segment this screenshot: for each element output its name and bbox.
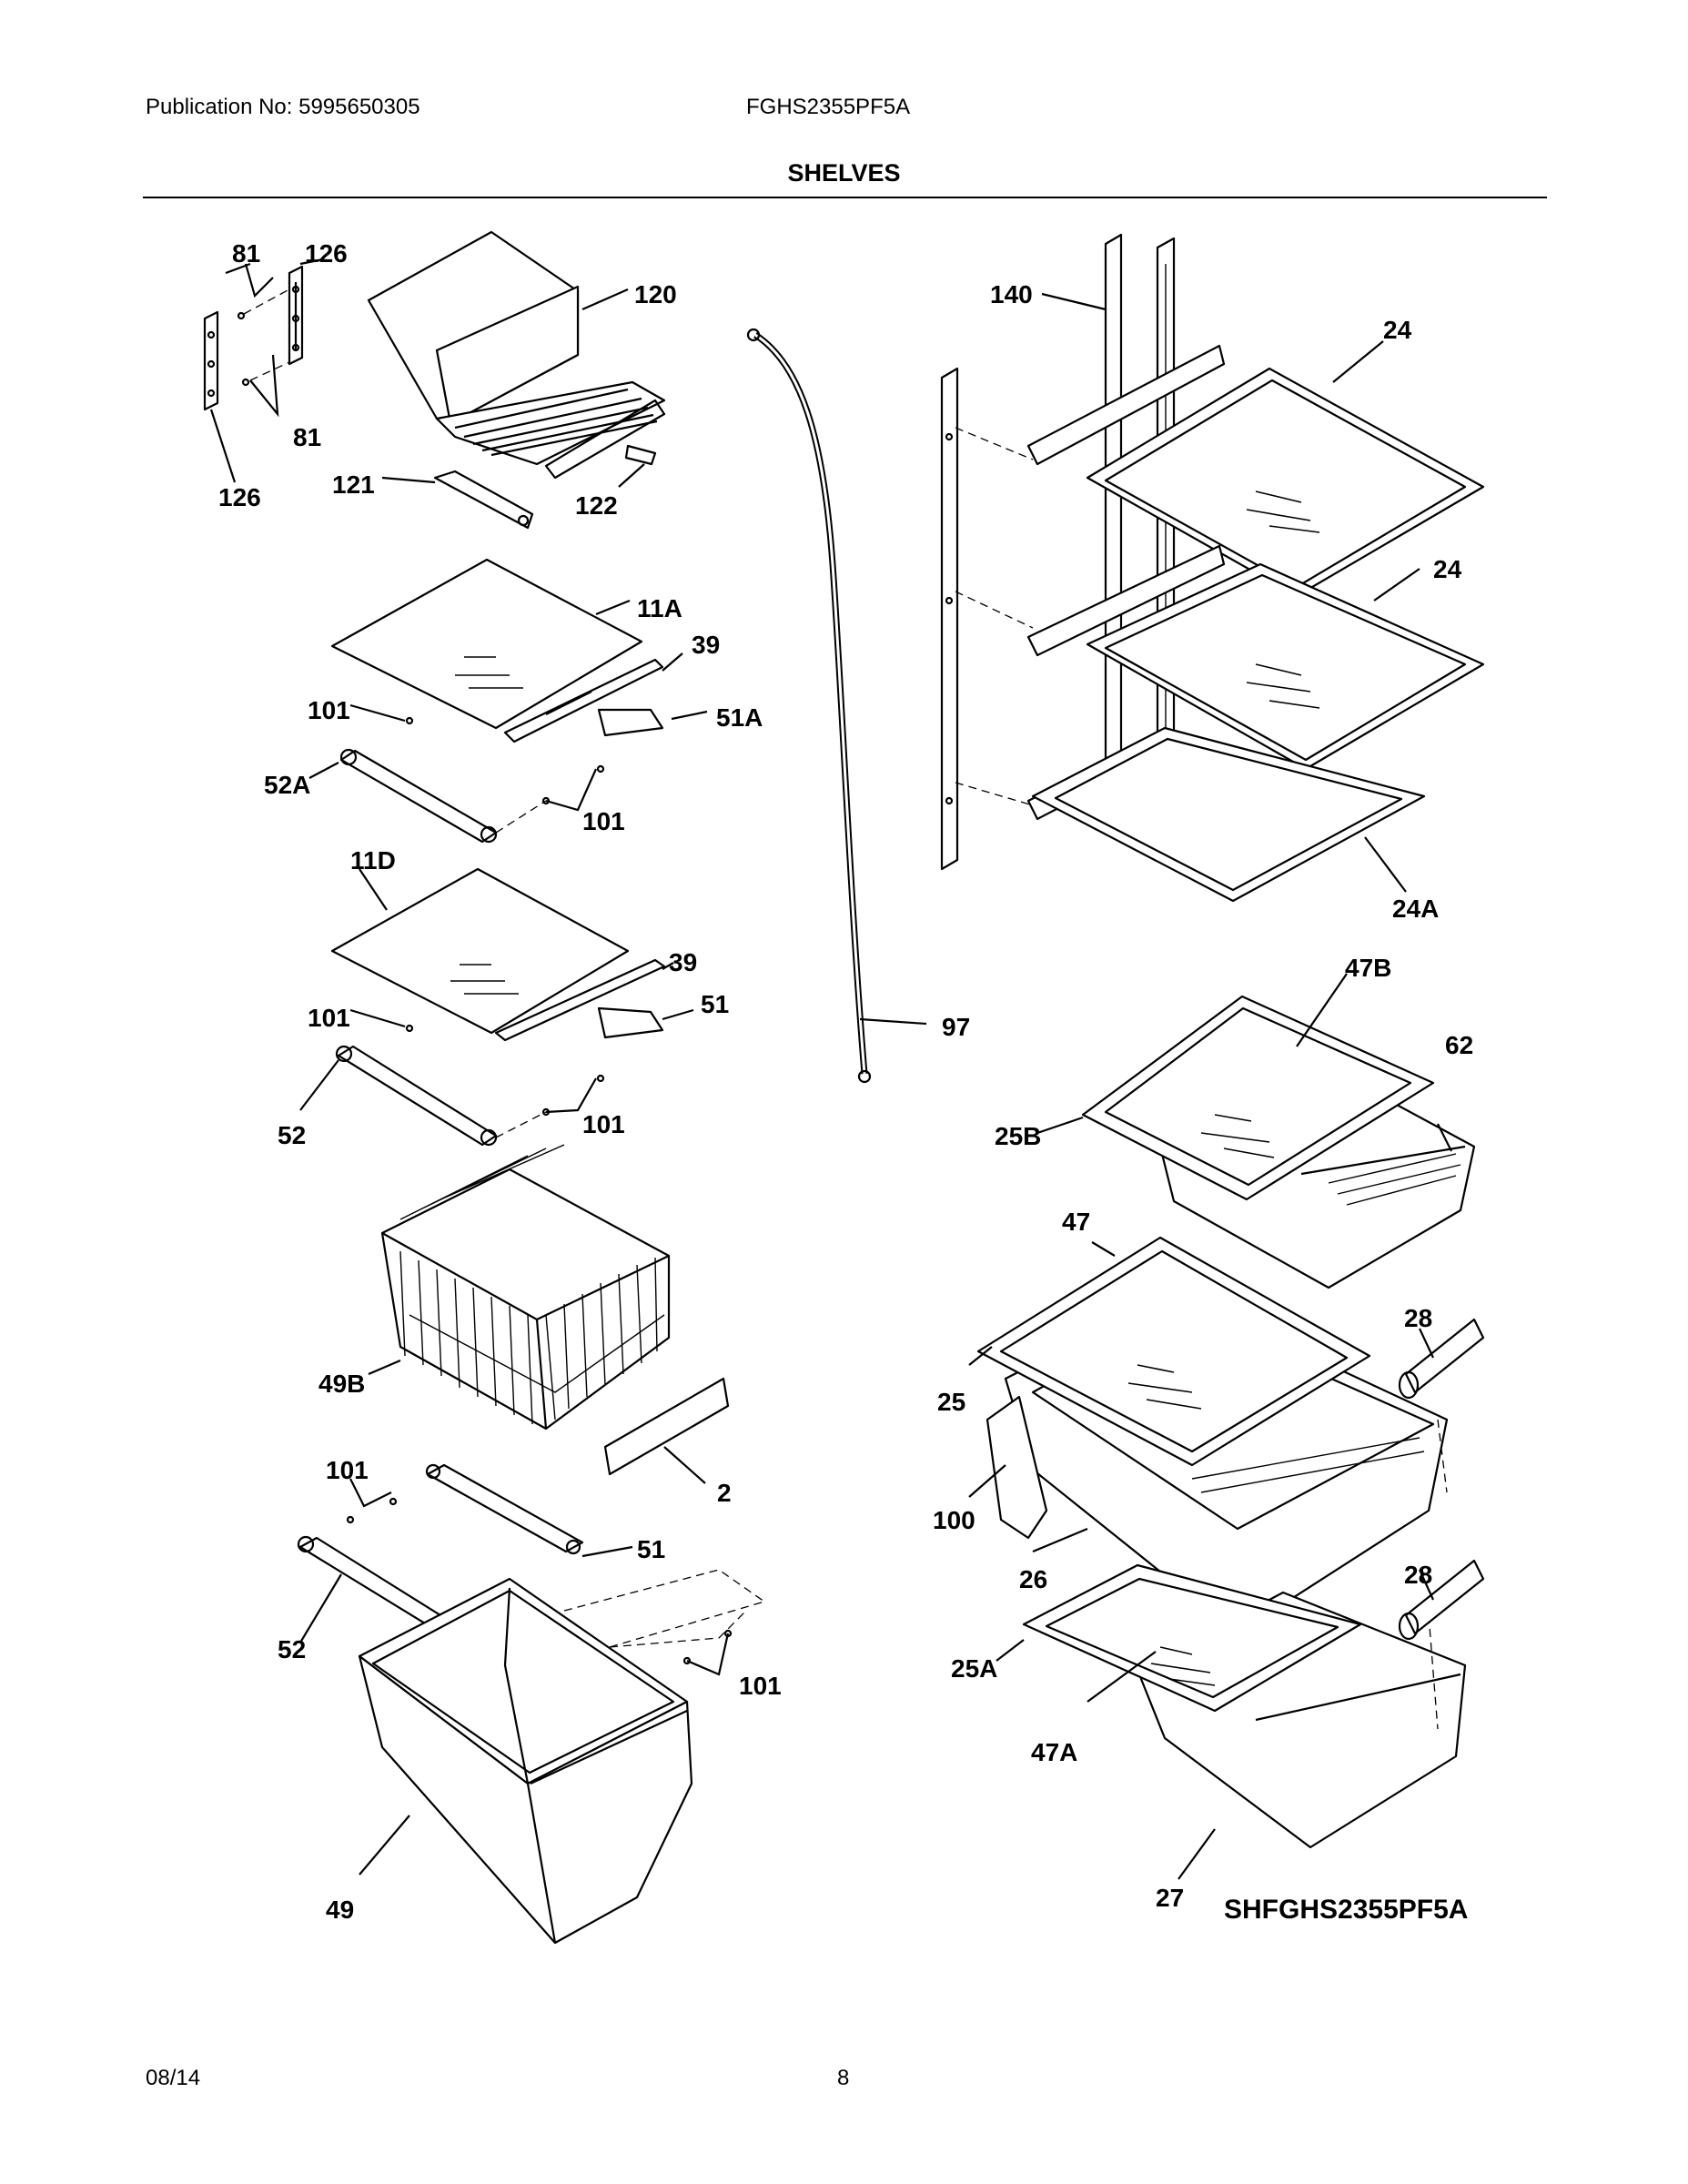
callout-26: 26 — [1019, 1565, 1047, 1593]
callout-25A: 25A — [951, 1654, 997, 1683]
callout-101: 101 — [326, 1456, 369, 1484]
bracket-121 — [381, 470, 534, 530]
glass-shelf-24-middle — [1026, 544, 1485, 771]
bracket-126-lower — [203, 310, 219, 411]
callout-11D: 11D — [350, 846, 396, 875]
callout-97: 97 — [942, 1013, 970, 1041]
callout-49: 49 — [326, 1896, 354, 1924]
callout-101: 101 — [308, 1004, 350, 1032]
screws-101-b — [349, 1008, 605, 1138]
callout-101: 101 — [582, 1110, 625, 1138]
bracket-122 — [618, 444, 657, 488]
callout-24A: 24A — [1392, 895, 1439, 923]
wire-basket-49B — [368, 1144, 671, 1431]
callout-51: 51 — [637, 1535, 665, 1563]
footer-date: 08/14 — [146, 2066, 201, 2090]
callout-62: 62 — [1445, 1031, 1473, 1059]
glass-shelf-11A — [330, 558, 708, 743]
diagram-code: SHFGHS2355PF5A — [1224, 1895, 1468, 1925]
callout-47B: 47B — [1345, 954, 1391, 982]
callout-25: 25 — [937, 1388, 965, 1416]
callout-49B: 49B — [318, 1370, 365, 1398]
crisper-cover-25 — [968, 1236, 1371, 1467]
callout-11A: 11A — [637, 594, 682, 622]
trim-strip-2 — [603, 1377, 730, 1484]
clip-28-lower — [1398, 1559, 1485, 1641]
freezer-shelf-120 — [367, 230, 666, 480]
tube-97 — [746, 328, 927, 1084]
callout-25B: 25B — [995, 1122, 1041, 1150]
callout-81: 81 — [293, 423, 321, 451]
callout-121: 121 — [332, 470, 375, 499]
screws-101-c — [346, 1478, 398, 1524]
callout-81: 81 — [232, 239, 260, 268]
crisper-cover-25A — [996, 1563, 1362, 1713]
glass-shelf-24-upper — [1026, 340, 1485, 598]
callout-52: 52 — [278, 1121, 306, 1149]
screws-81 — [209, 258, 324, 483]
callout-52: 52 — [278, 1635, 306, 1663]
bracket-100 — [968, 1395, 1048, 1540]
callout-2: 2 — [717, 1479, 732, 1507]
model-number: FGHS2355PF5A — [746, 95, 911, 119]
callout-27: 27 — [1156, 1884, 1184, 1912]
callout-52A: 52A — [264, 771, 310, 799]
screws-101-a — [349, 703, 605, 834]
page-title: SHELVES — [787, 159, 901, 187]
slide-rail-52 — [299, 1045, 498, 1147]
callout-101: 101 — [582, 807, 625, 835]
callout-101: 101 — [739, 1672, 782, 1700]
freezer-bin-49 — [358, 1569, 766, 1945]
callout-28: 28 — [1404, 1561, 1432, 1589]
header-divider — [143, 197, 1547, 198]
slide-rail-52A — [308, 748, 498, 844]
publication-number: Publication No: 5995650305 — [146, 95, 420, 119]
callout-51A: 51A — [716, 703, 763, 732]
shelf-rail-left — [940, 367, 1034, 871]
crisper-cover-25B — [1036, 973, 1435, 1201]
callout-24: 24 — [1383, 316, 1412, 344]
callout-122: 122 — [575, 491, 618, 520]
callout-39: 39 — [669, 948, 697, 976]
screws-101-d — [682, 1629, 733, 1676]
callout-120: 120 — [634, 280, 677, 308]
glass-shelf-24A — [1026, 726, 1426, 903]
callout-47A: 47A — [1031, 1738, 1077, 1766]
bracket-126-upper — [288, 265, 304, 366]
slide-rail-51 — [425, 1463, 633, 1558]
callout-126: 126 — [305, 239, 348, 268]
callout-140: 140 — [990, 280, 1033, 308]
callout-39: 39 — [692, 631, 720, 659]
callout-28: 28 — [1404, 1304, 1432, 1332]
page-number: 8 — [837, 2066, 850, 2090]
callout-47: 47 — [1062, 1208, 1090, 1236]
callout-101: 101 — [308, 696, 350, 724]
callout-51: 51 — [701, 990, 729, 1018]
callout-24: 24 — [1433, 555, 1462, 583]
clip-28-upper — [1398, 1318, 1485, 1400]
callout-126: 126 — [218, 483, 261, 511]
glass-shelf-11D — [330, 867, 694, 1042]
callout-100: 100 — [933, 1506, 975, 1534]
